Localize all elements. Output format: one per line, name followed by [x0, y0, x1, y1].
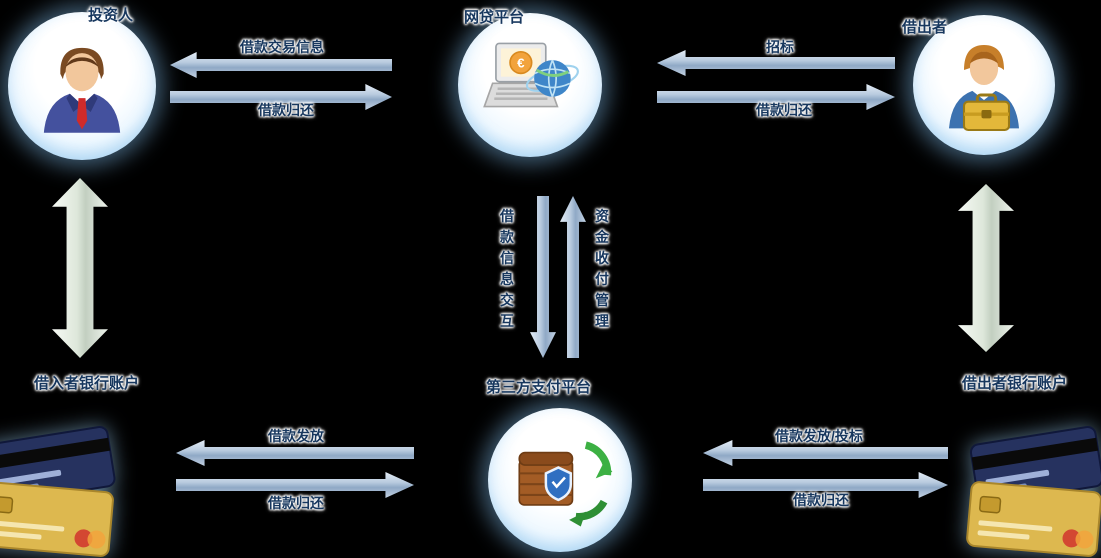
label-lender-bank: 借出者银行账户 — [962, 375, 1068, 392]
credit-cards-icon — [0, 426, 116, 557]
edge-label-funds-management: 资金收付管理 — [595, 208, 609, 329]
lender-bank-cards — [962, 416, 1101, 558]
label-platform: 网贷平台 — [464, 9, 525, 26]
safe-shield-icon — [518, 441, 613, 527]
platform-node: € — [458, 13, 602, 157]
edge-label-loan-repay-left: 借款归还 — [258, 102, 314, 118]
edge-label-loan-transaction-info: 借款交易信息 — [240, 39, 324, 55]
payment-platform-node — [488, 408, 632, 552]
edge-label-bid: 招标 — [766, 39, 794, 55]
borrower-bank-cards — [0, 416, 140, 558]
edge-label-loan-repay-bottom-right: 借款归还 — [793, 492, 849, 508]
label-investor: 投资人 — [88, 7, 134, 24]
svg-text:€: € — [517, 56, 525, 71]
double-arrow-investor-bank — [52, 178, 108, 358]
arrow-funds-management-up — [560, 196, 586, 358]
businessman-icon — [43, 47, 121, 133]
lender-person-icon — [949, 45, 1019, 132]
label-payment-platform: 第三方支付平台 — [486, 379, 592, 396]
label-lender: 借出者 — [902, 19, 948, 36]
edge-label-loan-info-exchange: 借款信息交互 — [500, 208, 514, 329]
edge-label-loan-disburse: 借款发放 — [268, 428, 324, 444]
double-arrow-lender-bank — [958, 184, 1014, 352]
credit-cards-icon — [966, 426, 1101, 557]
laptop-globe-icon: € — [483, 42, 579, 108]
edge-label-loan-repay-right: 借款归还 — [756, 102, 812, 118]
edge-label-loan-repay-bottom-left: 借款归还 — [268, 495, 324, 511]
edge-label-loan-disburse-bid: 借款发放/投标 — [775, 428, 863, 444]
lender-node — [913, 15, 1055, 155]
arrow-loan-info-exchange-down — [530, 196, 556, 358]
label-borrower-bank: 借入者银行账户 — [34, 375, 140, 392]
investor-node — [8, 12, 156, 160]
